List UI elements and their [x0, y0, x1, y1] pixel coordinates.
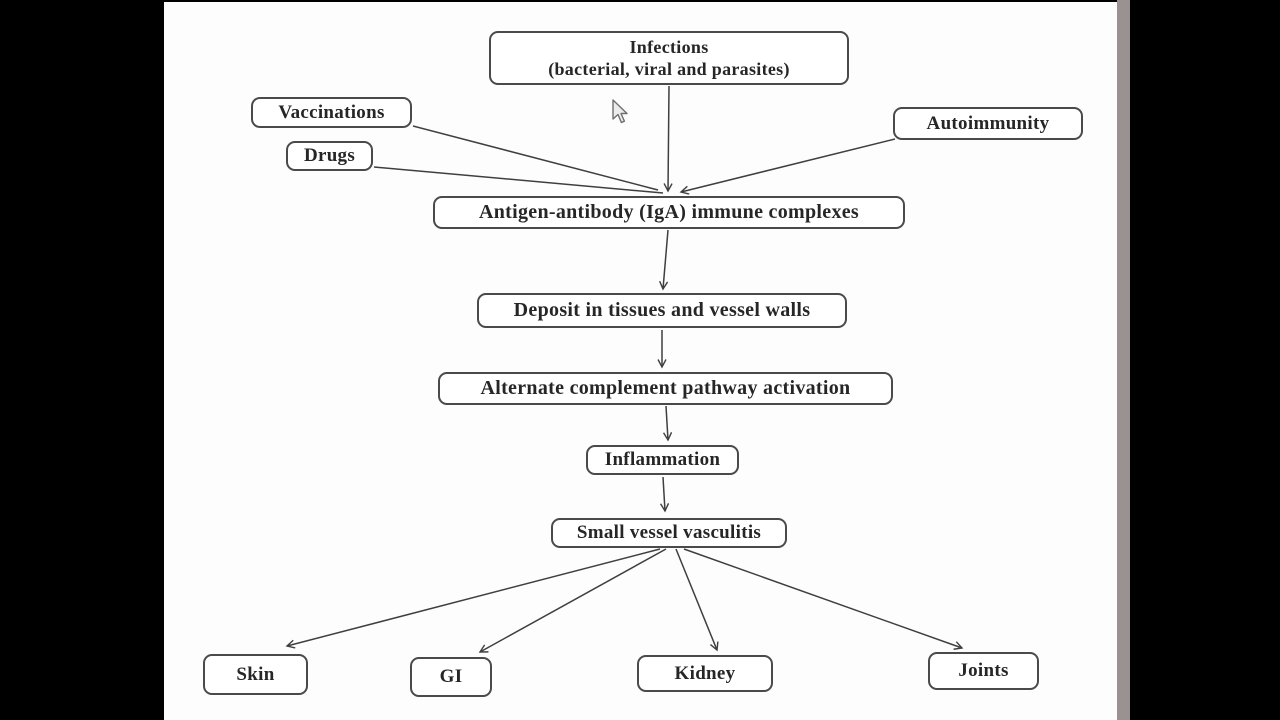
node-vasculitis-label: Small vessel vasculitis	[576, 522, 762, 544]
node-immune-complexes-label: Antigen-antibody (IgA) immune complexes	[478, 201, 860, 223]
node-deposit: Deposit in tissues and vessel walls	[477, 293, 847, 328]
node-joints-label: Joints	[958, 660, 1009, 682]
node-vaccinations-label: Vaccinations	[278, 101, 385, 123]
mouse-cursor	[612, 99, 628, 124]
node-drugs-label: Drugs	[303, 145, 356, 167]
node-drugs: Drugs	[286, 141, 373, 171]
node-gi: GI	[410, 657, 492, 697]
node-skin: Skin	[203, 654, 308, 695]
node-complement: Alternate complement pathway activation	[438, 372, 893, 405]
node-gi-label: GI	[439, 666, 463, 688]
node-complement-label: Alternate complement pathway activation	[480, 377, 851, 399]
node-inflammation: Inflammation	[586, 445, 739, 475]
node-infections: Infections (bacterial, viral and parasit…	[489, 31, 849, 85]
node-kidney-label: Kidney	[674, 662, 736, 684]
node-vaccinations: Vaccinations	[251, 97, 412, 128]
node-autoimmunity-label: Autoimmunity	[926, 112, 1050, 134]
node-vasculitis: Small vessel vasculitis	[551, 518, 787, 548]
scrollbar-track[interactable]	[1117, 0, 1130, 720]
node-skin-label: Skin	[236, 663, 275, 685]
node-deposit-label: Deposit in tissues and vessel walls	[513, 299, 811, 321]
node-inflammation-label: Inflammation	[604, 449, 721, 471]
node-immune-complexes: Antigen-antibody (IgA) immune complexes	[433, 196, 905, 229]
node-infections-label: Infections	[629, 36, 709, 57]
node-joints: Joints	[928, 652, 1039, 690]
node-autoimmunity: Autoimmunity	[893, 107, 1083, 140]
node-infections-sublabel: (bacterial, viral and parasites)	[548, 59, 790, 79]
node-kidney: Kidney	[637, 655, 773, 692]
